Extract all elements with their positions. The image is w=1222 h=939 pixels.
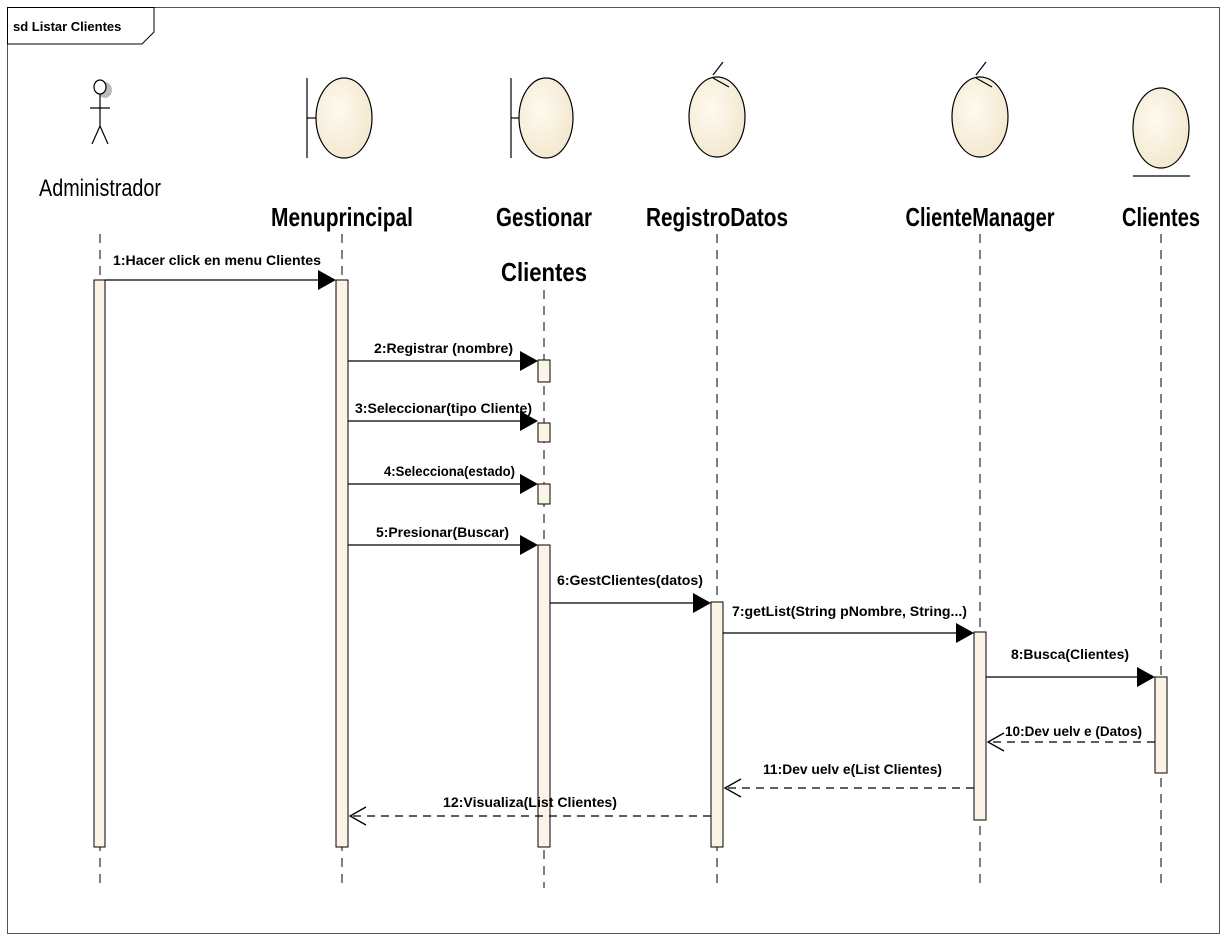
message-label: 4:Selecciona(estado) (384, 463, 515, 479)
lifeline-menuprincipal: Menuprincipal (271, 77, 413, 888)
message-7: 7:getList(String pNombre, String...) (723, 603, 974, 643)
message-label: 5:Presionar(Buscar) (376, 524, 509, 540)
message-11: 11:Dev uelv e(List Clientes) (723, 761, 974, 798)
message-label: 3:Seleccionar(tipo Cliente) (355, 400, 532, 416)
lifeline-name: Administrador (39, 175, 161, 202)
activation-bar (710, 601, 724, 848)
lifeline-name: Clientes (1122, 202, 1200, 232)
message-label: 7:getList(String pNombre, String...) (732, 603, 967, 619)
message-8: 8:Busca(Clientes) (986, 646, 1155, 687)
boundary-icon (510, 77, 574, 159)
lifeline-registrodatos: RegistroDatos (646, 61, 788, 888)
lifeline-name: ClienteManager (906, 202, 1055, 232)
lifeline-name: Menuprincipal (271, 202, 413, 232)
lifeline-administrador: Administrador (39, 79, 161, 888)
lifeline-name-line2: Clientes (501, 257, 587, 287)
message-2: 2:Registrar (nombre) (348, 340, 538, 371)
actor-icon (90, 79, 112, 145)
message-label: 11:Dev uelv e(List Clientes) (763, 761, 942, 777)
activation-bar (973, 631, 987, 821)
lifeline-name: Gestionar (496, 202, 592, 232)
message-label: 10:Dev uelv e (Datos) (1005, 723, 1142, 739)
message-12: 12:Visualiza(List Clientes) (348, 794, 711, 826)
activation-bar (537, 483, 551, 505)
control-icon (688, 61, 746, 158)
message-label: 1:Hacer click en menu Clientes (113, 252, 321, 268)
message-label: 12:Visualiza(List Clientes) (443, 794, 617, 810)
message-1: 1:Hacer click en menu Clientes (105, 252, 336, 290)
frame-tab (7, 7, 155, 45)
lifeline-gestionar-clientes: Gestionar Clientes (496, 77, 592, 888)
activation-bar (537, 422, 551, 443)
message-5: 5:Presionar(Buscar) (348, 524, 538, 555)
message-label: 6:GestClientes(datos) (557, 572, 703, 588)
lifeline-clientemanager: ClienteManager (906, 61, 1055, 888)
message-10: 10:Dev uelv e (Datos) (986, 723, 1155, 752)
activation-bar (537, 544, 551, 848)
lifeline-clientes: Clientes (1122, 87, 1200, 888)
message-3: 3:Seleccionar(tipo Cliente) (348, 400, 538, 431)
message-label: 8:Busca(Clientes) (1011, 646, 1129, 662)
activation-bar (537, 359, 551, 383)
activation-bar (335, 279, 349, 848)
boundary-icon (306, 77, 373, 159)
message-label: 2:Registrar (nombre) (374, 340, 513, 356)
activation-bar (1154, 676, 1168, 774)
diagram-frame (7, 7, 1220, 934)
lifeline-name: RegistroDatos (646, 202, 788, 232)
activation-bar (93, 279, 106, 848)
message-4: 4:Selecciona(estado) (348, 463, 538, 494)
frame-label: sd Listar Clientes (13, 19, 121, 34)
entity-icon (1132, 87, 1190, 177)
message-6: 6:GestClientes(datos) (550, 572, 711, 613)
control-icon (951, 61, 1009, 158)
